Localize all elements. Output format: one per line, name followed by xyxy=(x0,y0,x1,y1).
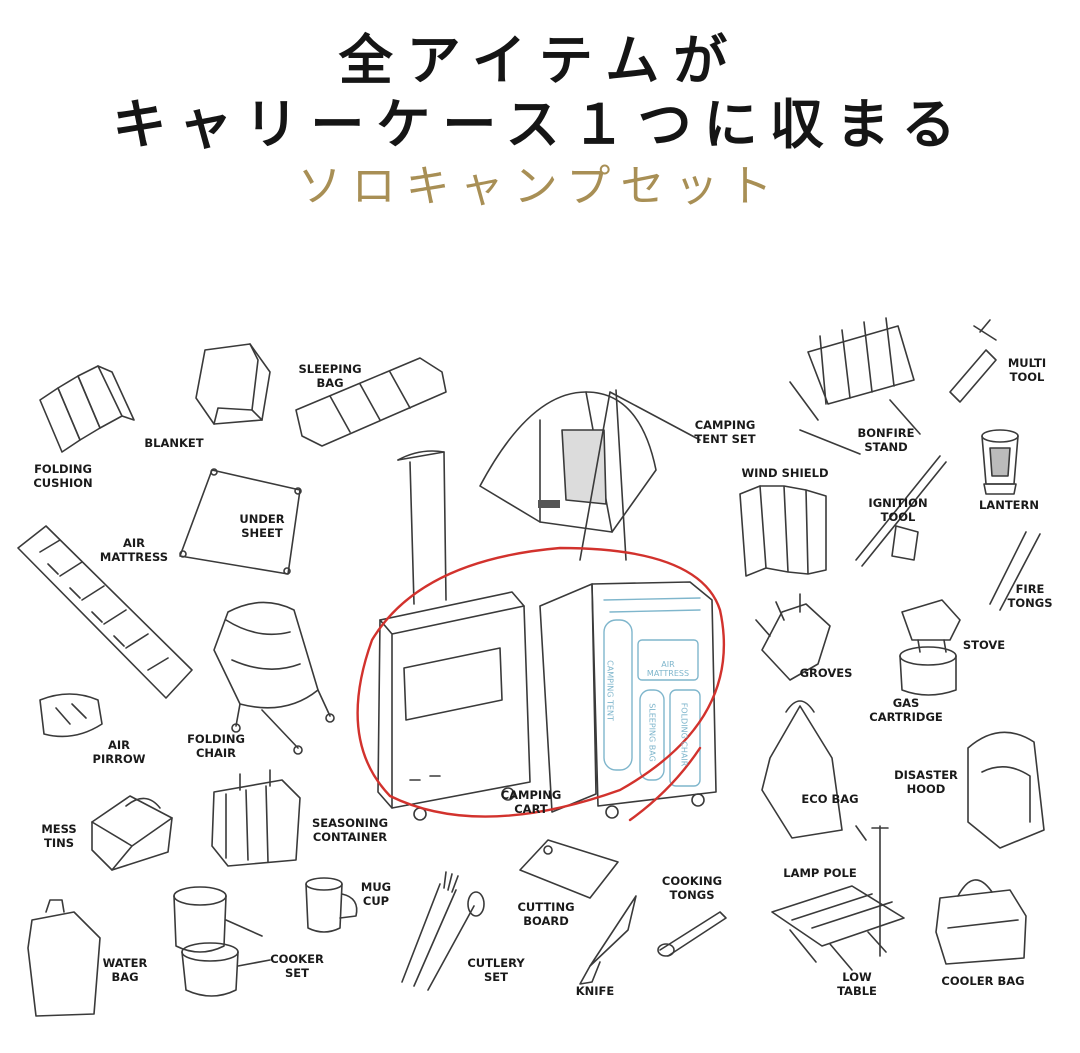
ignition-tool-illustration xyxy=(855,455,947,567)
headline-line-2: キャリーケース１つに収まる xyxy=(112,93,968,156)
label-air-pirrow: AIR PIRROW xyxy=(92,738,146,766)
label-mug-cup: MUG CUP xyxy=(360,880,392,908)
label-lantern: LANTERN xyxy=(978,498,1040,512)
cooking-tongs-illustration xyxy=(657,911,727,957)
label-folding-chair: FOLDING CHAIR xyxy=(187,732,245,760)
label-mess-tins: MESS TINS xyxy=(41,822,77,850)
lantern-illustration xyxy=(981,429,1019,495)
label-eco-bag: ECO BAG xyxy=(801,792,859,806)
gloves-illustration xyxy=(755,593,831,681)
headline-line-3: ソロキャンプセット xyxy=(297,161,783,212)
lamp-pole-illustration xyxy=(855,825,889,957)
cooker-set-illustration xyxy=(173,886,271,997)
mess-tins-illustration xyxy=(91,795,173,871)
label-ignition-tool: IGNITION TOOL xyxy=(868,496,928,524)
case-label-camping-tent: CAMPING TENT xyxy=(605,660,615,721)
bonfire-stand-illustration xyxy=(789,317,921,455)
label-cooler-bag: COOLER BAG xyxy=(941,974,1025,988)
air-pillow-illustration xyxy=(39,693,103,738)
closed-case-illustration xyxy=(377,450,531,821)
seasoning-container-illustration xyxy=(211,769,301,867)
stove-illustration xyxy=(901,599,961,653)
label-folding-cushion: FOLDING CUSHION xyxy=(33,462,93,490)
label-wind-shield: WIND SHIELD xyxy=(741,466,829,480)
low-table-illustration xyxy=(771,885,905,971)
folding-cushion-illustration xyxy=(39,365,135,453)
label-stove: STOVE xyxy=(962,638,1006,652)
label-under-sheet: UNDER SHEET xyxy=(239,512,285,540)
label-cutlery-set: CUTLERY SET xyxy=(467,956,525,984)
blanket-illustration xyxy=(195,343,271,425)
label-water-bag: WATER BAG xyxy=(102,956,148,984)
label-camping-cart: CAMPING CART xyxy=(500,788,562,816)
air-mattress-illustration xyxy=(17,525,193,699)
cutting-board-illustration xyxy=(519,839,619,899)
label-disaster-hood: DISASTER HOOD xyxy=(894,768,958,796)
multi-tool-illustration xyxy=(949,319,997,403)
open-case-illustration xyxy=(539,581,717,819)
label-low-table: LOW TABLE xyxy=(837,970,877,998)
label-air-mattress: AIR MATTRESS xyxy=(99,536,169,564)
headline-line-1: 全アイテムが xyxy=(338,29,742,92)
water-bag-illustration xyxy=(27,899,101,1017)
cooler-bag-illustration xyxy=(935,879,1027,965)
case-label-air-mattress: AIR MATTRESS xyxy=(646,660,690,678)
label-multi-tool: MULTI TOOL xyxy=(1007,356,1047,384)
label-fire-tongs: FIRE TONGS xyxy=(1007,582,1053,610)
highlight-ellipse xyxy=(356,546,725,822)
label-lamp-pole: LAMP POLE xyxy=(783,866,857,880)
fire-tongs-illustration xyxy=(989,531,1041,611)
knife-illustration xyxy=(579,895,637,985)
label-cooking-tongs: COOKING TONGS xyxy=(661,874,723,902)
label-sleeping-bag: SLEEPING BAG xyxy=(298,362,362,390)
sleeping-bag-illustration xyxy=(295,357,447,447)
label-blanket: BLANKET xyxy=(144,436,204,450)
case-label-folding-chair: FOLDING CHAIR xyxy=(679,702,689,767)
camping-tent-illustration xyxy=(479,389,701,561)
under-sheet-illustration xyxy=(179,468,302,575)
eco-bag-illustration xyxy=(761,700,843,839)
label-knife: KNIFE xyxy=(575,984,615,998)
label-groves: GROVES xyxy=(799,666,853,680)
label-bonfire-stand: BONFIRE STAND xyxy=(857,426,915,454)
gas-cartridge-illustration xyxy=(899,646,957,696)
case-label-sleeping-bag: SLEEPING BAG xyxy=(647,703,657,762)
folding-chair-illustration xyxy=(213,601,335,755)
disaster-hood-illustration xyxy=(967,731,1045,849)
wind-shield-illustration xyxy=(739,485,827,577)
label-camping-tent-set: CAMPING TENT SET xyxy=(694,418,756,446)
cutlery-set-illustration xyxy=(401,871,485,991)
label-gas-cartridge: GAS CARTRIDGE xyxy=(869,696,943,724)
mug-cup-illustration xyxy=(305,877,358,933)
label-cooker-set: COOKER SET xyxy=(270,952,324,980)
label-cutting-board: CUTTING BOARD xyxy=(517,900,575,928)
label-seasoning-container: SEASONING CONTAINER xyxy=(311,816,389,844)
